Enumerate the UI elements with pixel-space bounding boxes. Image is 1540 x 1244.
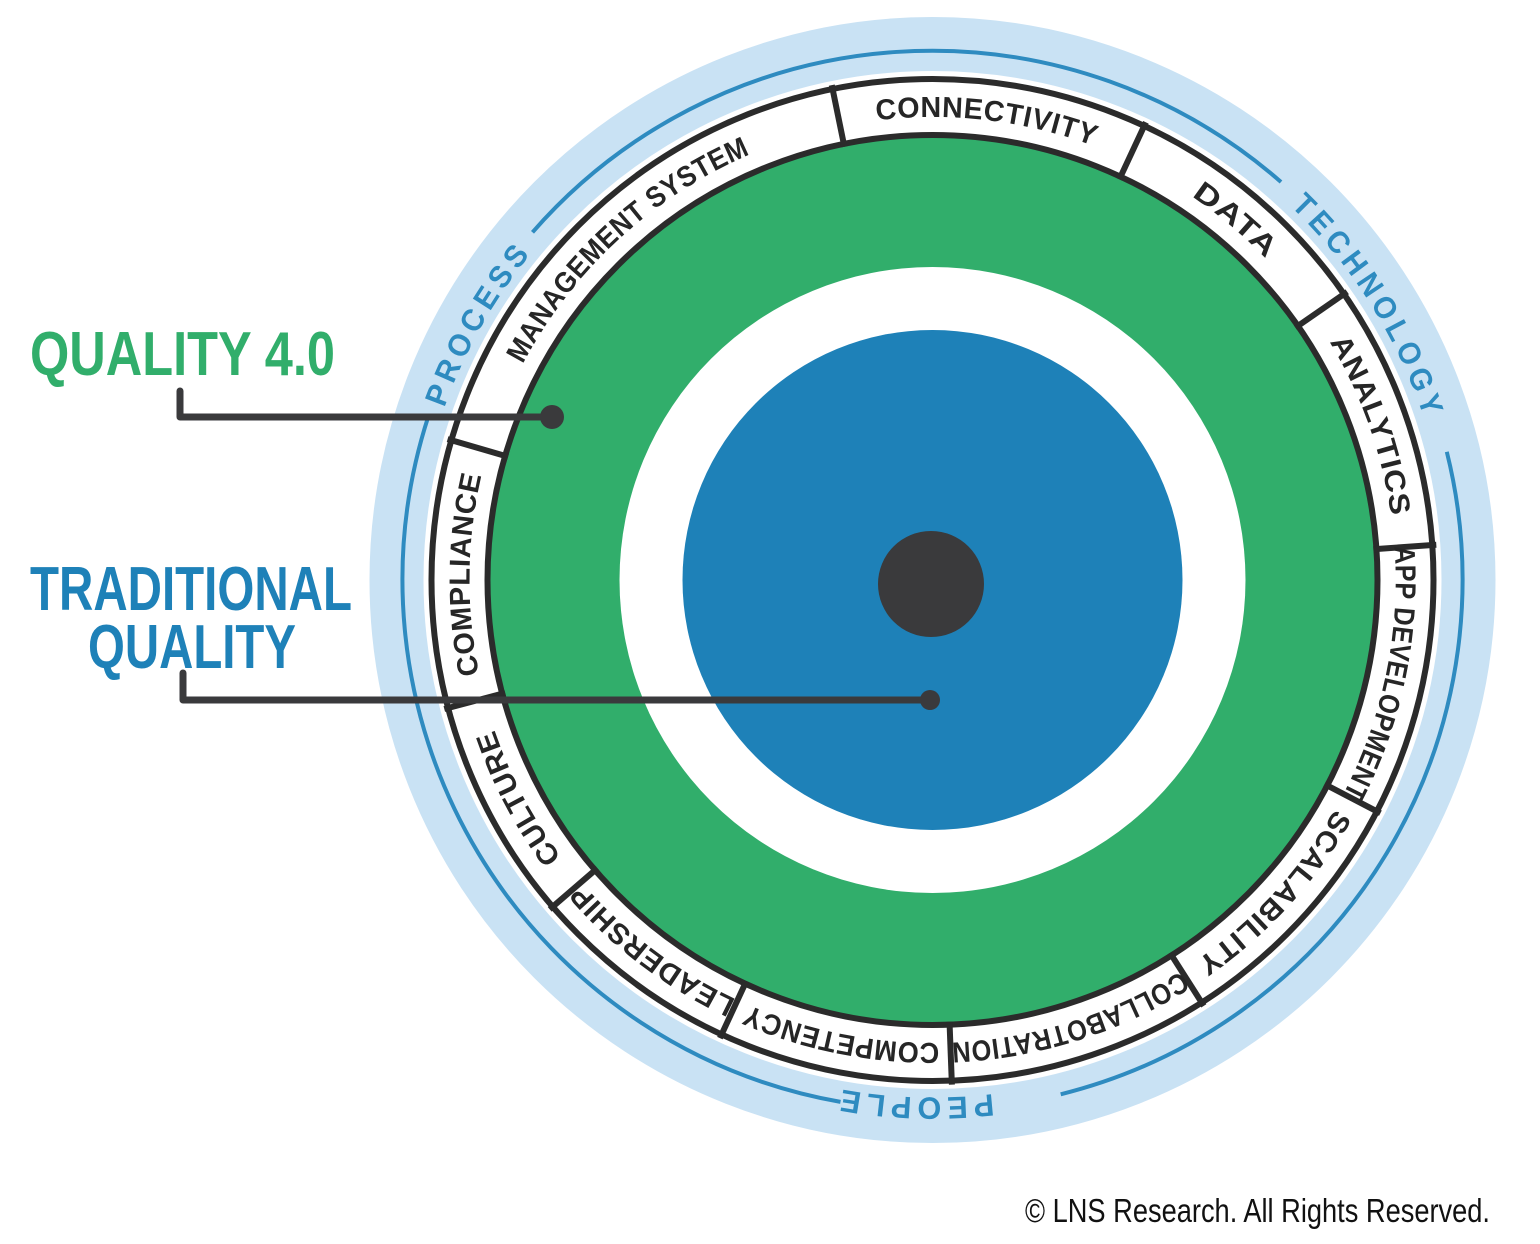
traditional-connector-dot bbox=[920, 690, 940, 710]
traditional-connector-line bbox=[179, 669, 934, 704]
callout-traditional-quality: TRADITIONAL QUALITY bbox=[30, 555, 940, 710]
segment-divider bbox=[717, 979, 750, 1040]
copyright-text: © LNS Research. All Rights Reserved. bbox=[1025, 1192, 1490, 1229]
segment-divider bbox=[946, 1021, 955, 1085]
quality40-connector-line bbox=[176, 387, 556, 421]
quality40-connector-dot bbox=[540, 405, 564, 429]
category-arc-left bbox=[400, 415, 841, 1104]
segment-divider bbox=[828, 84, 848, 148]
quality40-label: QUALITY 4.0 bbox=[30, 320, 335, 389]
callout-quality40: QUALITY 4.0 bbox=[30, 320, 564, 429]
center-dot bbox=[878, 531, 984, 637]
segment-divider bbox=[446, 436, 509, 460]
segment-divider bbox=[1323, 781, 1382, 816]
outer-ring bbox=[369, 17, 1496, 1143]
traditional-label-line2: QUALITY bbox=[88, 613, 296, 682]
category-arc-top bbox=[530, 48, 1283, 234]
segment-divider bbox=[1293, 289, 1349, 331]
segment-divider bbox=[547, 865, 600, 912]
traditional-label-line1: TRADITIONAL bbox=[30, 555, 352, 624]
segment-divider bbox=[1167, 951, 1207, 1008]
category-arcs bbox=[400, 48, 1465, 1104]
segment-divider bbox=[1116, 121, 1149, 181]
segment-divider bbox=[1373, 541, 1437, 553]
category-arc-right bbox=[1060, 451, 1465, 1097]
